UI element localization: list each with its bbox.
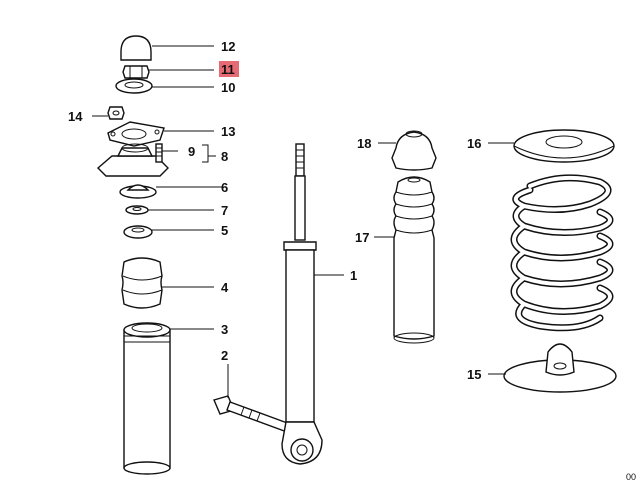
part-12-cap[interactable]	[120, 35, 152, 61]
callout-10: 10	[221, 80, 235, 95]
leader-lines	[92, 45, 514, 398]
part-4-bump-stop[interactable]	[121, 257, 163, 309]
part-17-boot[interactable]	[393, 176, 435, 344]
part-2-bolt[interactable]	[213, 395, 291, 433]
coil-spring	[510, 174, 614, 332]
callout-18: 18	[357, 136, 371, 151]
callout-8: 8	[221, 149, 228, 164]
part-18-bump-cap[interactable]	[391, 130, 437, 171]
part-16-spring-pad[interactable]	[513, 129, 615, 163]
callout-1: 1	[350, 268, 357, 283]
part-14-nut[interactable]	[107, 106, 125, 120]
callout-6: 6	[221, 180, 228, 195]
callout-11[interactable]: 11	[221, 62, 235, 77]
part-15-spring-seat[interactable]	[503, 343, 617, 393]
part-9-stud[interactable]	[155, 143, 163, 163]
part-6-disc[interactable]	[119, 184, 157, 199]
callout-4: 4	[221, 280, 229, 295]
part-11-nut[interactable]	[122, 65, 150, 79]
callout-13: 13	[221, 124, 235, 139]
part-7-washer[interactable]	[125, 205, 149, 215]
callout-9: 9	[188, 144, 195, 159]
callout-5: 5	[221, 223, 228, 238]
part-8-strut-mount[interactable]	[96, 143, 169, 177]
part-5-ring[interactable]	[123, 225, 153, 239]
part-1-shock-absorber[interactable]	[281, 143, 323, 465]
callout-17: 17	[355, 230, 369, 245]
diagram-code: 00	[626, 472, 636, 482]
callout-15: 15	[467, 367, 481, 382]
part-10-washer[interactable]	[115, 78, 153, 94]
callout-7: 7	[221, 203, 228, 218]
callout-14: 14	[68, 109, 83, 124]
callout-3: 3	[221, 322, 228, 337]
callout-2: 2	[221, 348, 228, 363]
callout-16: 16	[467, 136, 481, 151]
callout-12: 12	[221, 39, 235, 54]
part-3-dust-tube[interactable]	[123, 322, 171, 475]
callout-11-highlight	[219, 61, 239, 77]
part-13-gasket[interactable]	[107, 121, 165, 147]
